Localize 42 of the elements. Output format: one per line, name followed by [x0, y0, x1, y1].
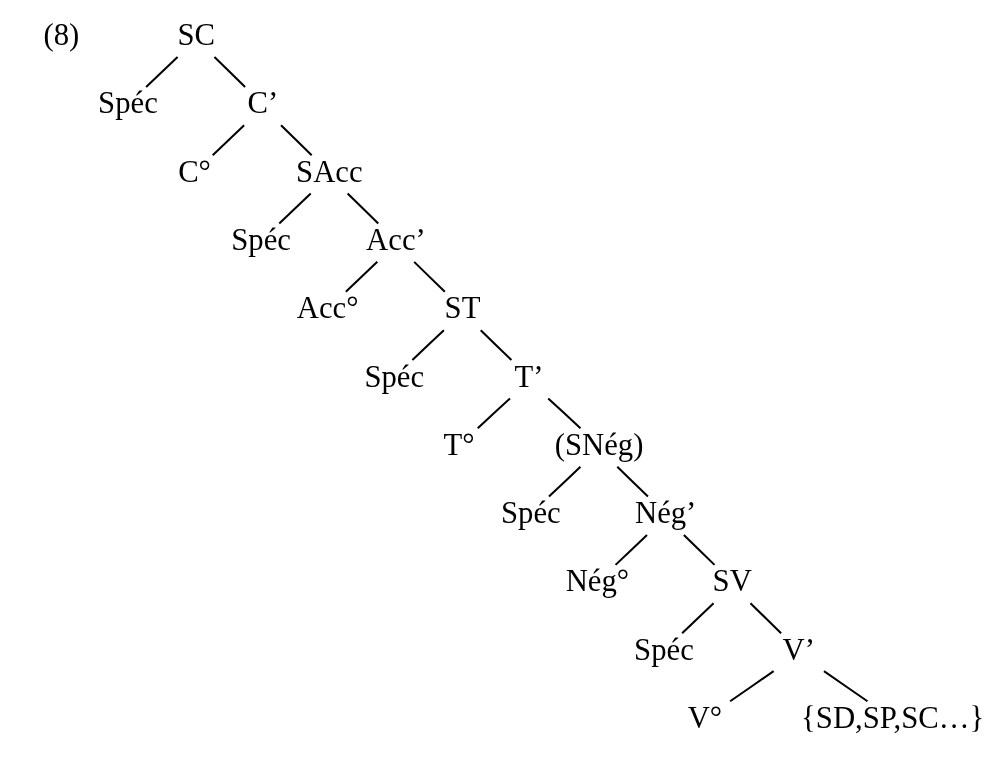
node-text: ST — [444, 291, 481, 326]
node-text: Spéc — [231, 222, 291, 257]
node-text: SAcc — [296, 154, 363, 189]
connector — [213, 56, 246, 88]
node-text: Spéc — [634, 632, 694, 667]
node-text: SV — [712, 564, 752, 599]
connector — [823, 670, 869, 703]
node-text: V’ — [782, 632, 816, 667]
node-text: V° — [687, 700, 723, 735]
connector — [548, 465, 582, 498]
node-text: Acc° — [296, 291, 359, 326]
connector — [280, 124, 313, 156]
node-text: {SD,SP,SC…} — [801, 700, 985, 735]
connector — [616, 465, 649, 498]
connector — [681, 602, 715, 634]
connector — [749, 602, 782, 634]
node-text: T° — [443, 427, 475, 462]
node-text: Spéc — [364, 359, 425, 394]
node-text: T’ — [514, 359, 544, 394]
node-text: Nég° — [565, 564, 630, 599]
connector — [614, 534, 648, 566]
node-text: SC — [177, 18, 216, 53]
connector — [413, 261, 446, 293]
connector — [345, 261, 378, 293]
connector — [346, 192, 379, 225]
node-text: Nég’ — [634, 496, 697, 531]
connector — [547, 397, 582, 430]
node-text: Acc’ — [366, 222, 426, 257]
node-text: C’ — [247, 86, 279, 121]
connector — [477, 397, 511, 430]
connector — [411, 329, 445, 361]
connector — [212, 124, 245, 156]
connector — [145, 56, 179, 88]
connector — [480, 329, 513, 361]
node-text: C° — [178, 154, 211, 189]
connector — [278, 192, 312, 225]
node-text: Spéc — [500, 496, 561, 531]
node-text: (SNég) — [554, 427, 644, 462]
node-text: Spéc — [98, 86, 158, 121]
connector — [729, 670, 775, 703]
label: (8) — [43, 18, 80, 53]
connector — [683, 534, 716, 566]
